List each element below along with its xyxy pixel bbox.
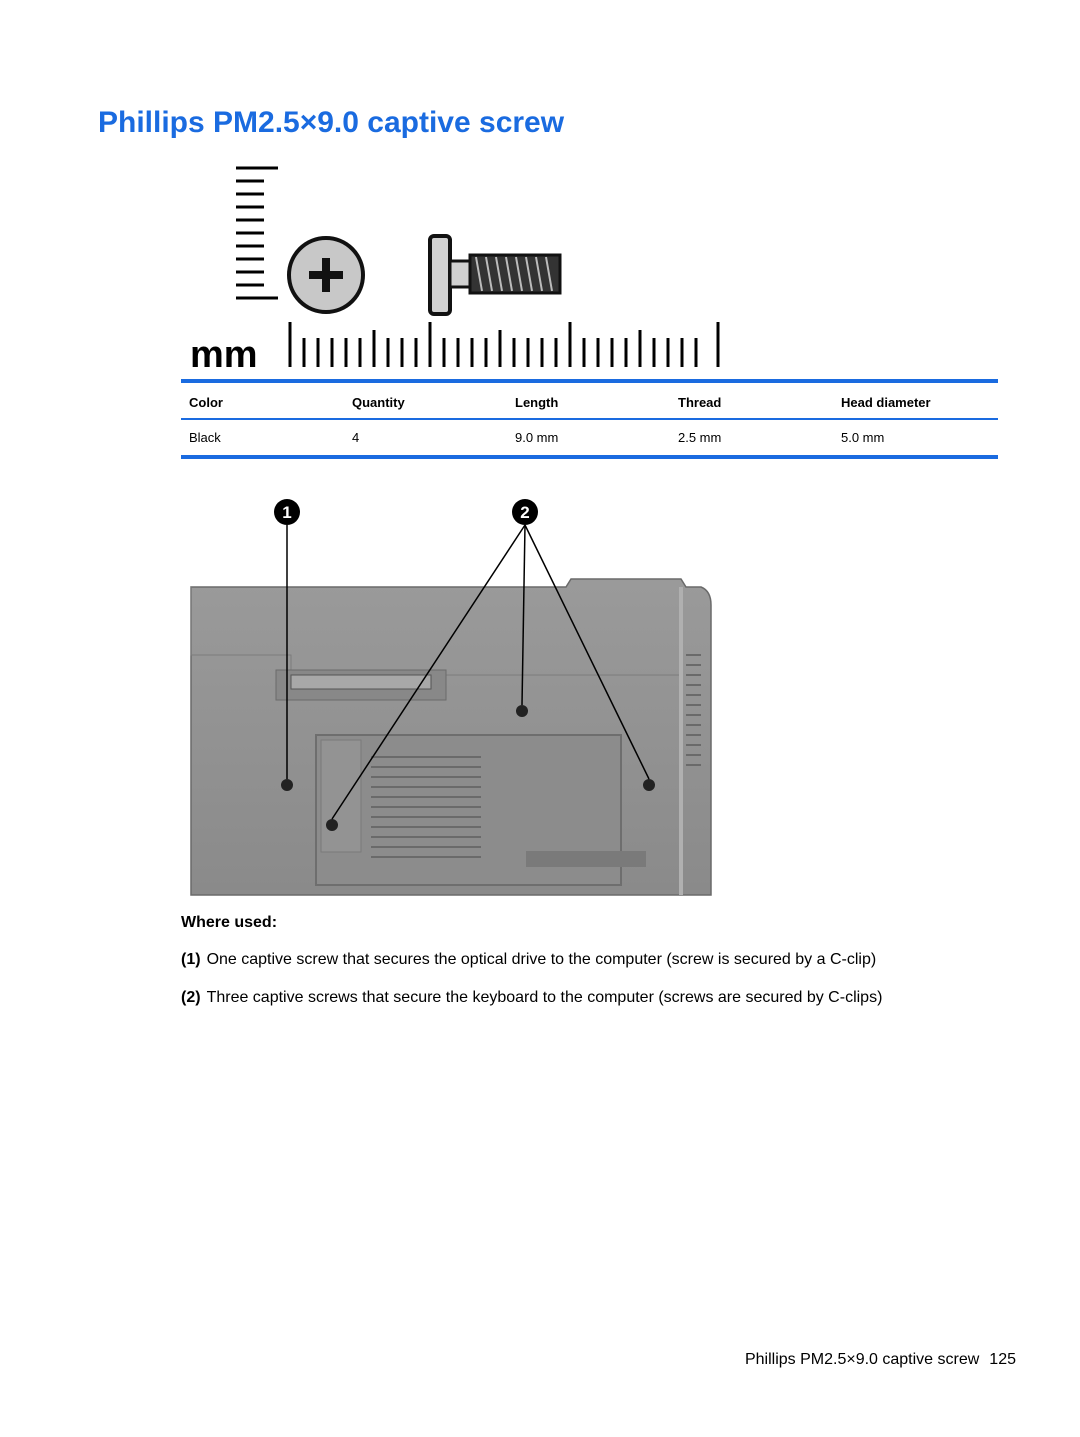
footer-title: Phillips PM2.5×9.0 captive screw <box>744 1351 980 1368</box>
table-cell: 2.5 mm <box>678 430 722 445</box>
table-cell: 4 <box>352 430 360 445</box>
list-item: (2) Three captive screws that secure the … <box>181 988 1001 1008</box>
vent-icon <box>371 756 481 858</box>
item-text: Three captive screws that secure the key… <box>206 989 883 1006</box>
callout-1-badge: 1 <box>274 499 300 525</box>
screw-icon <box>643 779 655 791</box>
spec-table: Color Quantity Length Thread Head diamet… <box>181 379 998 459</box>
usage-list: (1) One captive screw that secures the op… <box>181 950 1001 1026</box>
horizontal-ruler-icon <box>288 322 720 367</box>
page-footer: Phillips PM2.5×9.0 captive screw 125 <box>745 1351 1016 1369</box>
screw-icon <box>516 705 528 717</box>
col-header: Color <box>181 381 344 420</box>
callout-2-label: 2 <box>520 503 529 522</box>
screw-side-icon <box>428 234 562 316</box>
col-header: Thread <box>670 381 833 420</box>
page-number: 125 <box>989 1351 1016 1368</box>
item-number: (2) <box>181 989 201 1006</box>
where-used-heading: Where used: <box>181 914 278 931</box>
screw-icon <box>326 819 338 831</box>
screw-icon <box>281 779 293 791</box>
callout-2-badge: 2 <box>512 499 538 525</box>
table-cell: 5.0 mm <box>841 430 885 445</box>
laptop-bottom-figure: 1 2 <box>190 499 712 896</box>
list-item: (1) One captive screw that secures the op… <box>181 950 1001 970</box>
unit-label: mm <box>190 334 258 372</box>
page-title: Phillips PM2.5×9.0 captive screw <box>98 106 565 139</box>
col-header: Quantity <box>344 381 507 420</box>
callout-1-label: 1 <box>282 503 291 522</box>
table-cell: Black <box>189 430 221 445</box>
phillips-head-icon <box>287 236 365 314</box>
col-header: Head diameter <box>833 381 998 420</box>
col-header: Length <box>507 381 670 420</box>
item-text: One captive screw that secures the optic… <box>206 951 877 968</box>
screw-ruler-figure: mm <box>190 166 720 372</box>
table-header-row: Color Quantity Length Thread Head diamet… <box>181 381 998 420</box>
item-number: (1) <box>181 951 201 968</box>
side-vent-icon <box>686 654 701 766</box>
table-row: Black 4 9.0 mm 2.5 mm 5.0 mm <box>181 419 998 457</box>
table-cell: 9.0 mm <box>515 430 559 445</box>
vertical-ruler-icon <box>236 166 278 300</box>
